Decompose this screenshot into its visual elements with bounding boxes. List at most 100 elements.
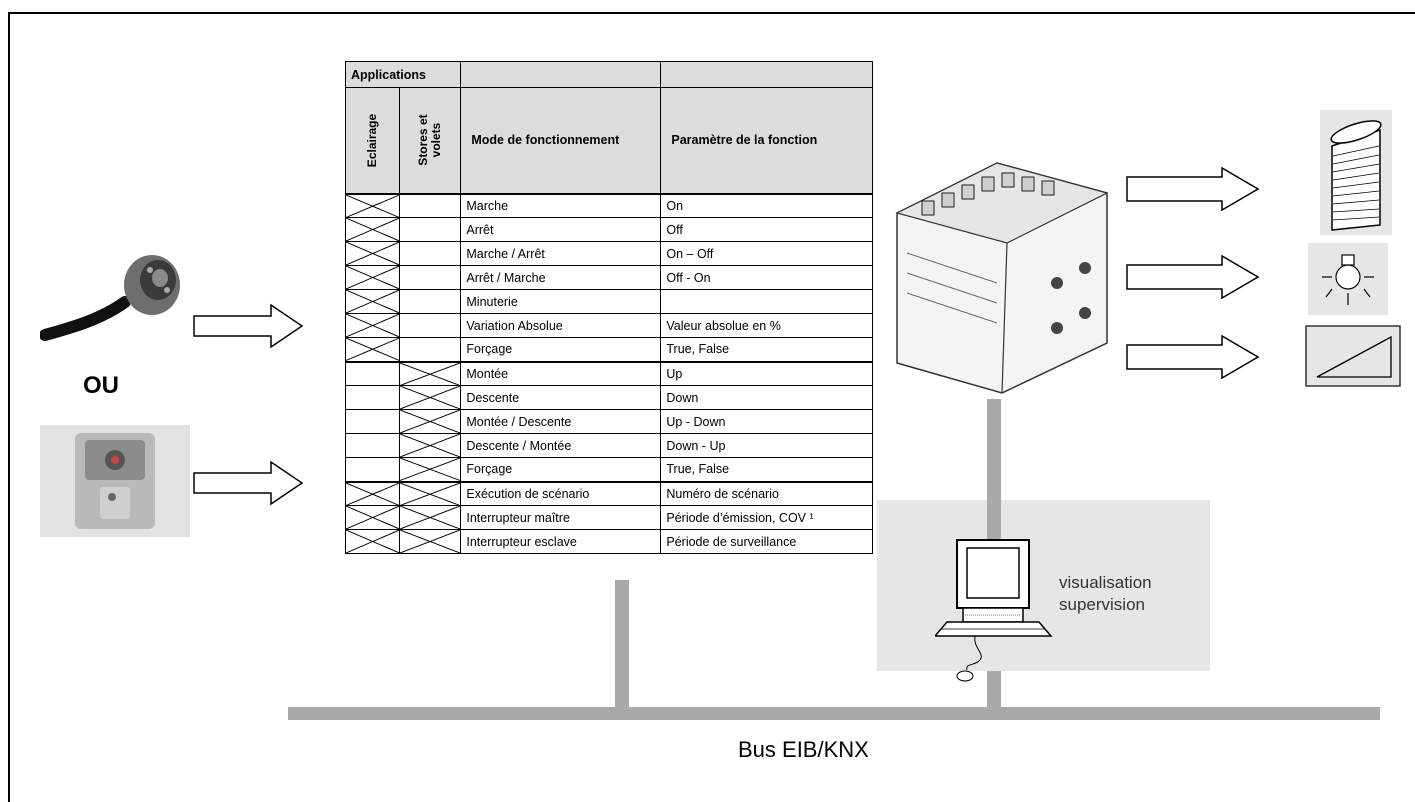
param-cell: Down - Up [661, 434, 873, 458]
blinds-cross-cell [400, 386, 461, 410]
lighting-cross-cell [346, 218, 400, 242]
detector-device-photo [40, 425, 190, 537]
computer-icon [935, 538, 1055, 698]
mode-cell: Arrêt [461, 218, 661, 242]
blinds-empty-cell [400, 242, 461, 266]
lighting-cross-cell [346, 266, 400, 290]
blinds-empty-cell [400, 194, 461, 218]
param-cell: Valeur absolue en % [661, 314, 873, 338]
mode-cell: Minuterie [461, 290, 661, 314]
mode-cell: Marche / Arrêt [461, 242, 661, 266]
or-label: OU [83, 372, 119, 400]
mode-column-header: Mode de fonctionnement [461, 88, 661, 194]
lighting-empty-cell [346, 386, 400, 410]
mode-cell: Montée / Descente [461, 410, 661, 434]
param-cell: On – Off [661, 242, 873, 266]
mode-cell: Interrupteur esclave [461, 530, 661, 554]
bus-label: Bus EIB/KNX [738, 737, 869, 763]
param-cell: Off [661, 218, 873, 242]
blinds-column-header: Stores et volets [400, 88, 461, 194]
lighting-cross-cell [346, 290, 400, 314]
lighting-empty-cell [346, 458, 400, 482]
param-cell: Up [661, 362, 873, 386]
blinds-empty-cell [400, 314, 461, 338]
mode-cell: Forçage [461, 338, 661, 362]
blinds-column-label: Stores et volets [417, 110, 443, 170]
actuator-bus-connector-over [987, 500, 1001, 540]
mode-cell: Descente / Montée [461, 434, 661, 458]
mode-cell: Exécution de scénario [461, 482, 661, 506]
light-bulb-icon [1308, 243, 1388, 315]
blinds-cross-cell [400, 434, 461, 458]
lighting-cross-cell [346, 482, 400, 506]
lighting-cross-cell [346, 194, 400, 218]
applications-header: Applications [346, 62, 461, 88]
lighting-empty-cell [346, 434, 400, 458]
param-cell: Off - On [661, 266, 873, 290]
table-row: Minuterie [346, 290, 873, 314]
param-cell: Période d’émission, COV ¹ [661, 506, 873, 530]
lighting-cross-cell [346, 242, 400, 266]
blinds-empty-cell [400, 266, 461, 290]
blinds-empty-cell [400, 290, 461, 314]
blinds-cross-cell [400, 506, 461, 530]
lighting-column-label: Eclairage [366, 114, 379, 167]
lighting-cross-cell [346, 506, 400, 530]
actuator-module-photo [877, 143, 1124, 399]
mode-cell: Variation Absolue [461, 314, 661, 338]
blinds-empty-cell [400, 218, 461, 242]
motion-sensor-photo [40, 240, 190, 345]
lighting-empty-cell [346, 410, 400, 434]
mode-cell: Descente [461, 386, 661, 410]
mode-cell: Montée [461, 362, 661, 386]
blinds-cross-cell [400, 362, 461, 386]
blinds-cross-cell [400, 482, 461, 506]
visualisation-text: visualisation [1059, 572, 1152, 594]
blinds-cross-cell [400, 410, 461, 434]
lighting-cross-cell [346, 530, 400, 554]
blinds-cross-cell [400, 458, 461, 482]
bus-line [288, 707, 1380, 720]
input-arrow-2 [193, 460, 305, 506]
roller-shutter-icon [1320, 110, 1392, 235]
blinds-cross-cell [400, 530, 461, 554]
mode-cell: Interrupteur maître [461, 506, 661, 530]
param-cell [661, 290, 873, 314]
lighting-cross-cell [346, 314, 400, 338]
output-arrow-2 [1126, 255, 1260, 299]
blinds-empty-cell [400, 338, 461, 362]
supervision-label: visualisation supervision [1059, 572, 1152, 616]
lighting-empty-cell [346, 362, 400, 386]
dimmer-ramp-icon [1305, 325, 1401, 387]
param-header-top [661, 62, 873, 88]
lighting-cross-cell [346, 338, 400, 362]
output-arrow-1 [1126, 167, 1260, 211]
param-cell: True, False [661, 458, 873, 482]
param-cell: True, False [661, 338, 873, 362]
param-column-header: Paramètre de la fonction [661, 88, 873, 194]
mode-cell: Marche [461, 194, 661, 218]
param-cell: Down [661, 386, 873, 410]
lighting-column-header: Eclairage [346, 88, 400, 194]
param-cell: Up - Down [661, 410, 873, 434]
mode-cell: Forçage [461, 458, 661, 482]
input-arrow-1 [193, 303, 305, 349]
param-cell: Période de surveillance [661, 530, 873, 554]
supervision-text: supervision [1059, 594, 1152, 616]
output-arrow-3 [1126, 335, 1260, 379]
mode-header-top [461, 62, 661, 88]
